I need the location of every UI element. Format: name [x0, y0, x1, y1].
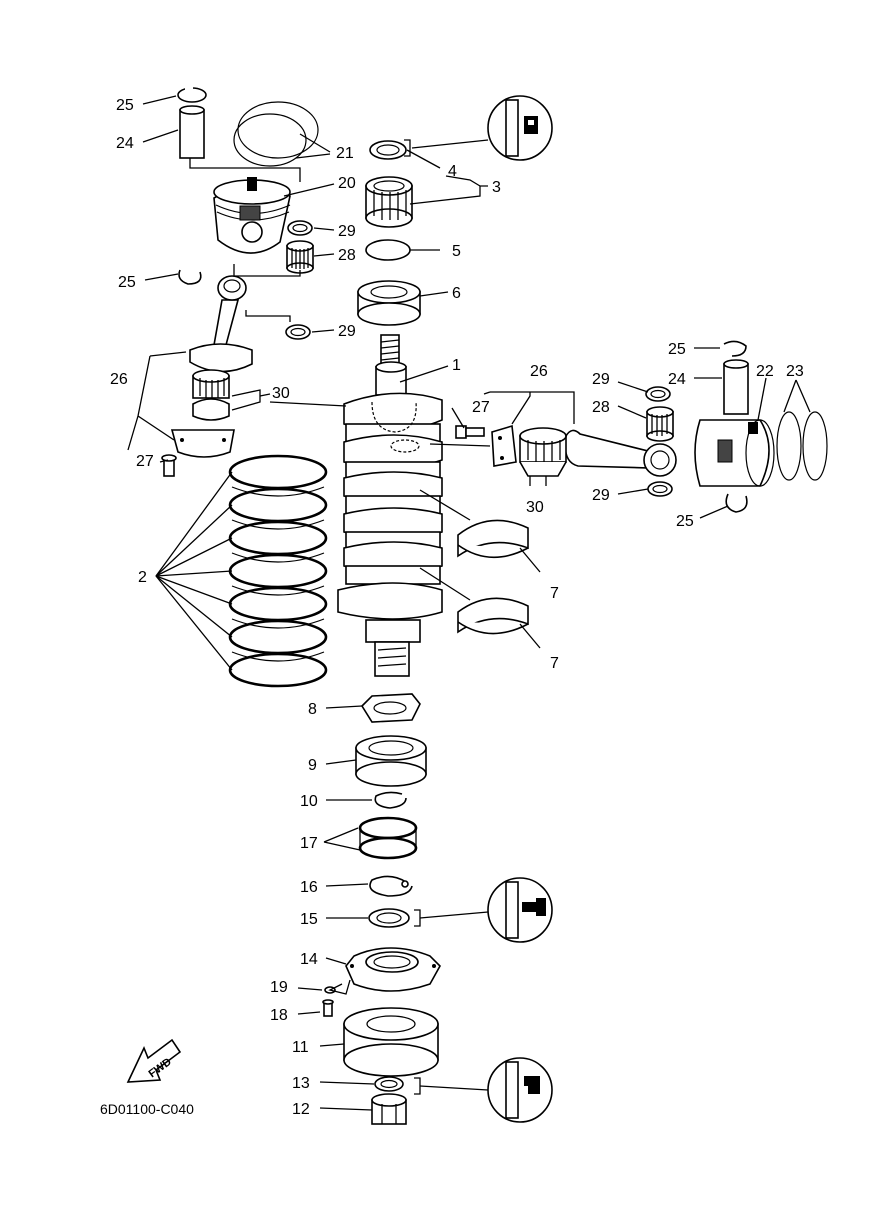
bolt-18: [322, 999, 334, 1017]
callout-30: 30: [526, 499, 544, 516]
callout-18: 18: [270, 1007, 288, 1024]
callout-2: 2: [138, 569, 147, 586]
needle-bearing-28-right: [646, 406, 674, 442]
bearing-30-left: [192, 369, 230, 421]
crankshaft-1: [337, 334, 443, 677]
bearing-3: [365, 176, 413, 228]
oil-seal-15: [368, 908, 410, 928]
small-end-washer-29-right-top: [645, 386, 671, 402]
callout-labels: 25 24 21 20 29 28 25 29 26 30 27 2 4 3 5…: [110, 97, 804, 1118]
bearing-shell-7-lower: [457, 597, 529, 635]
piston-pin-clip-25-right-top: [723, 340, 747, 357]
callout-29: 29: [338, 223, 356, 240]
small-end-washer-29-right-bottom: [647, 481, 673, 497]
o-ring-5: [365, 239, 411, 261]
piston-rings-21-left: [233, 101, 319, 167]
gear-8: [360, 693, 421, 723]
callout-10: 10: [300, 793, 318, 810]
piston-pin-24-left: [179, 105, 205, 159]
callout-30: 30: [272, 385, 290, 402]
callout-7: 7: [550, 585, 559, 602]
callout-15: 15: [300, 911, 318, 928]
callout-11: 11: [292, 1039, 309, 1056]
callout-28: 28: [338, 247, 356, 264]
callout-1: 1: [452, 357, 461, 374]
callout-17: 17: [300, 835, 318, 852]
callout-16: 16: [300, 879, 318, 896]
seal-rings-2: [228, 454, 328, 688]
rod-bolt-27-left: [161, 454, 177, 477]
callout-24: 24: [116, 135, 134, 152]
callout-23: 23: [786, 363, 804, 380]
needle-bearing-28-left: [286, 240, 314, 274]
callout-6: 6: [452, 285, 461, 302]
callout-25: 25: [116, 97, 134, 114]
callout-4: 4: [448, 163, 457, 180]
piston-pin-clip-25-top: [177, 86, 207, 103]
callout-26: 26: [530, 363, 548, 380]
forward-arrow-icon: FWD: [126, 1038, 182, 1083]
bearing-6: [357, 280, 421, 326]
piston-rings-23: [776, 411, 828, 481]
circlip-10: [374, 791, 407, 809]
diagram-code: 6D01100-C040: [100, 1101, 194, 1117]
callout-19: 19: [270, 979, 288, 996]
piston-pin-clip-25-right-bottom: [725, 493, 748, 513]
oil-seal-4: [369, 140, 407, 160]
small-end-washer-29-left-top: [287, 220, 313, 236]
callout-25: 25: [676, 513, 694, 530]
detail-circle-grease-top: [404, 95, 553, 161]
piston-pin-24-right: [723, 359, 749, 415]
callout-13: 13: [292, 1075, 310, 1092]
small-end-washer-29-left-bottom: [285, 324, 311, 340]
callout-20: 20: [338, 175, 356, 192]
detail-circle-grease-middle: [414, 877, 553, 943]
callout-24: 24: [668, 371, 686, 388]
piston-pin-clip-25-left: [178, 269, 202, 285]
o-rings-17: [358, 816, 418, 860]
callout-22: 22: [756, 363, 774, 380]
housing-14: [345, 947, 441, 992]
bearing-shell-7-upper: [457, 519, 529, 559]
callout-7: 7: [550, 655, 559, 672]
callout-9: 9: [308, 757, 317, 774]
rod-bolt-27-right: [455, 425, 485, 439]
callout-5: 5: [452, 243, 461, 260]
connecting-rod-26-right: [564, 429, 677, 477]
callout-3: 3: [492, 179, 501, 196]
circlip-16: [369, 875, 413, 897]
rod-cap-left: [170, 429, 235, 458]
drive-11: [343, 1007, 439, 1077]
callout-27: 27: [136, 453, 154, 470]
callout-12: 12: [292, 1101, 310, 1118]
callout-25: 25: [118, 274, 136, 291]
callout-28: 28: [592, 399, 610, 416]
callout-26: 26: [110, 371, 128, 388]
connecting-rod-26-left: [189, 275, 253, 373]
piston-22: [694, 419, 775, 487]
detail-circle-grease-bottom: [414, 1057, 553, 1123]
piston-20-left: [213, 177, 291, 254]
callout-25: 25: [668, 341, 686, 358]
callout-29: 29: [338, 323, 356, 340]
rod-cap-right: [491, 424, 517, 467]
bearing-30-right: [519, 427, 567, 477]
callout-29: 29: [592, 371, 610, 388]
nut-12: [371, 1093, 407, 1125]
callout-8: 8: [308, 701, 317, 718]
callout-29: 29: [592, 487, 610, 504]
leader-lines: [127, 95, 811, 1111]
callout-21: 21: [336, 145, 354, 162]
seal-13: [374, 1076, 404, 1092]
callout-27: 27: [472, 399, 490, 416]
callout-14: 14: [300, 951, 318, 968]
bearing-9: [355, 735, 427, 787]
